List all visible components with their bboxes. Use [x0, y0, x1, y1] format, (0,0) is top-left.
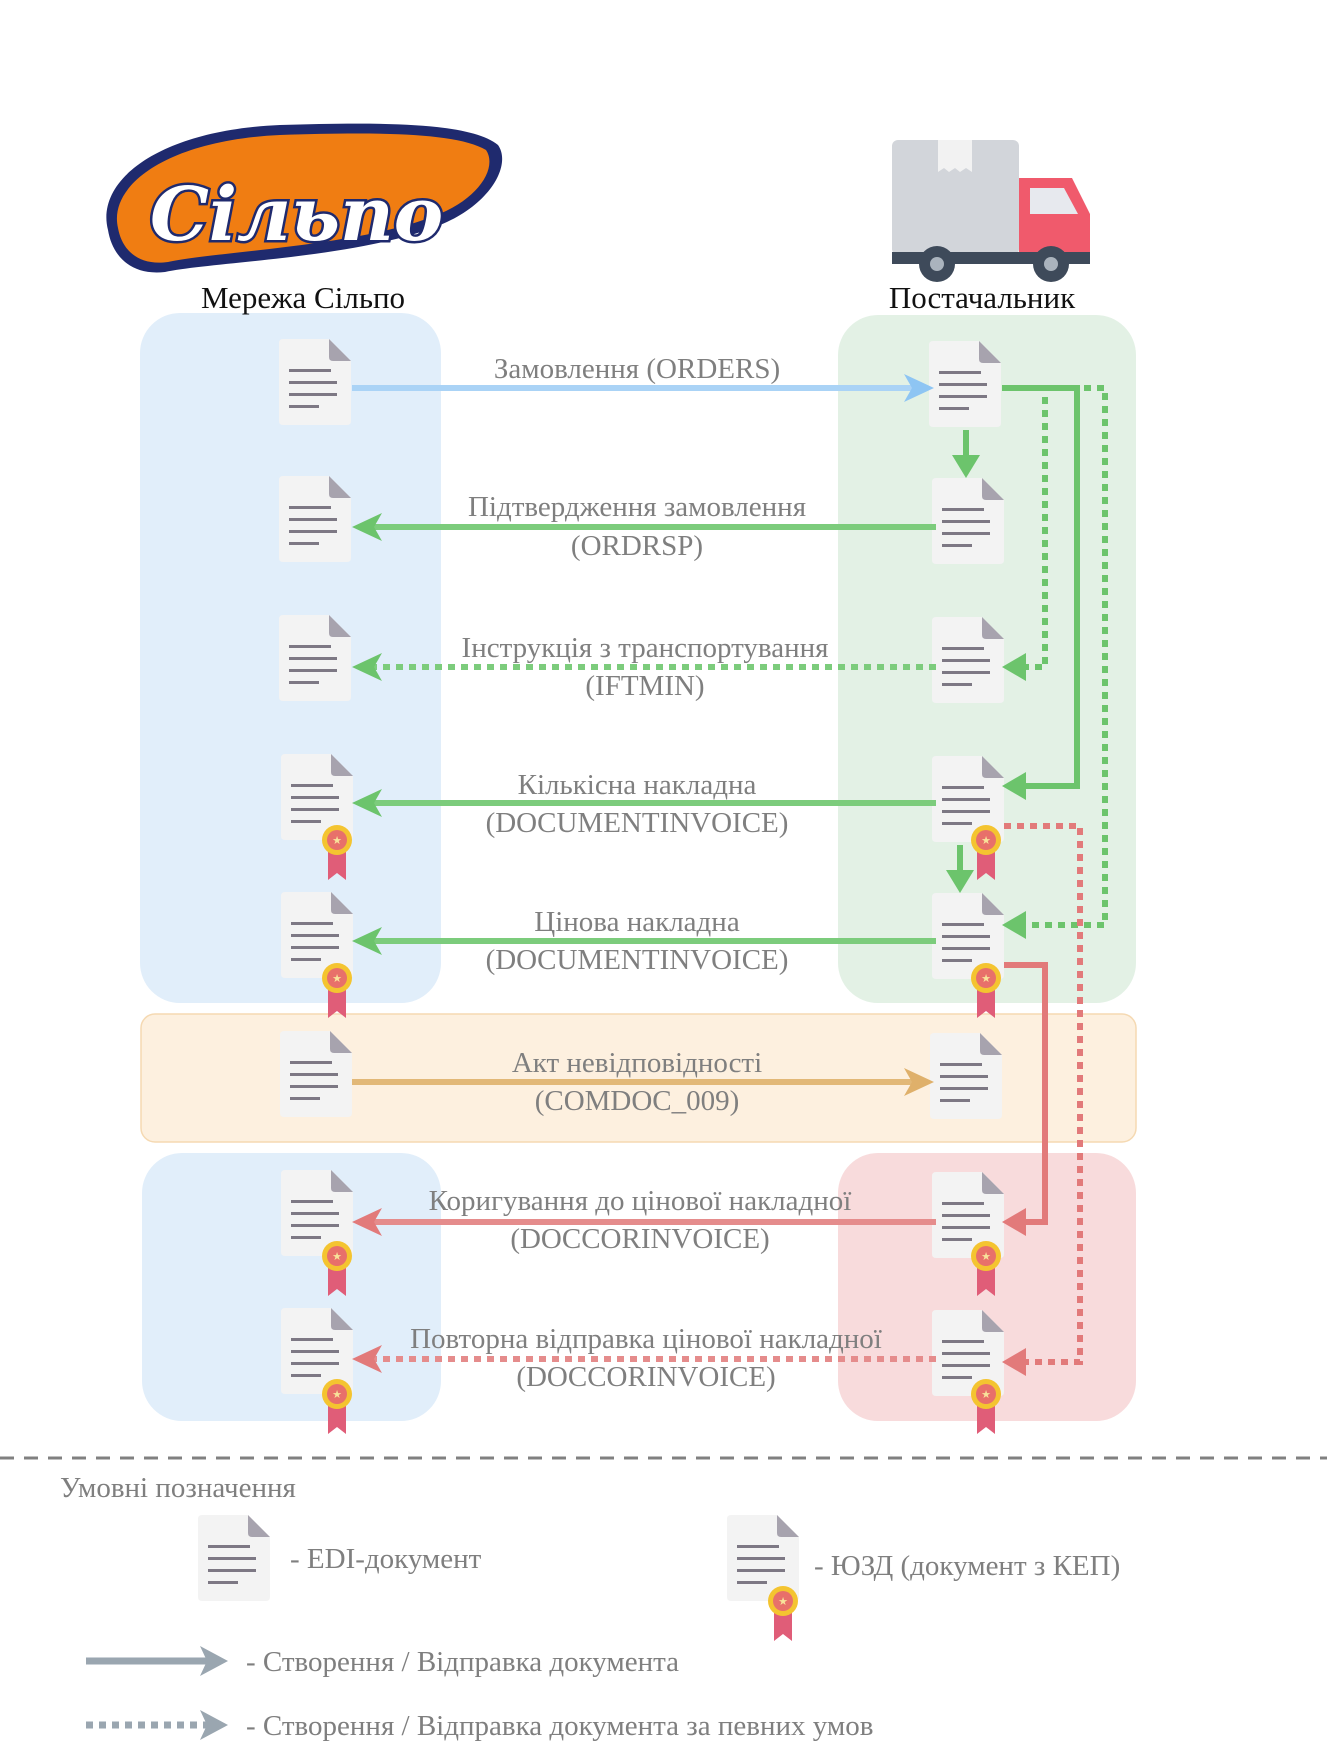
arrowhead: [352, 1208, 382, 1236]
document-icon: [930, 1033, 1002, 1119]
silpo-logo: Сільпо: [106, 123, 503, 273]
flow-label: Інструкція з транспортування: [462, 632, 829, 664]
flow-label: Повторна відправка цінової накладної: [410, 1323, 882, 1355]
flow-label-code: (ORDRSP): [571, 530, 703, 562]
legend-solid-label: - Створення / Відправка документа: [246, 1646, 679, 1678]
arrowhead: [904, 1068, 934, 1096]
flow-label-code: (IFTMIN): [585, 670, 704, 702]
document-icon: [198, 1515, 270, 1601]
supplier-party-label: Постачальник: [889, 280, 1076, 315]
flow-label-code: (DOCCORINVOICE): [510, 1223, 769, 1255]
zone-nonconformity: [140, 1013, 1137, 1143]
flow-arrows: [352, 374, 936, 1373]
arrowhead: [200, 1646, 228, 1676]
legend-signed-label: - ЮЗД (документ з КЕП): [814, 1550, 1120, 1582]
document-icon: [932, 478, 1004, 564]
document-icon: [932, 617, 1004, 703]
truck-icon: [892, 140, 1090, 282]
document-icon: [279, 339, 351, 425]
flow-label-code: (COMDOC_009): [535, 1085, 740, 1117]
flow-label-code: (DOCCORINVOICE): [516, 1361, 775, 1393]
document-icon: [279, 615, 351, 701]
arrowhead: [200, 1710, 228, 1740]
retail-party-label: Мережа Сільпо: [201, 280, 405, 315]
arrowhead: [904, 374, 934, 402]
flow-label: Цінова накладна: [534, 906, 740, 938]
flow-label-code: (DOCUMENTINVOICE): [486, 807, 789, 839]
legend-edi-label: - EDI-документ: [290, 1543, 482, 1575]
arrowhead: [352, 789, 382, 817]
legend: Умовні позначення - EDI-документ - ЮЗД (…: [60, 1472, 1120, 1742]
document-icon: [280, 1031, 352, 1117]
flow-label: Замовлення (ORDERS): [494, 353, 780, 385]
legend-title: Умовні позначення: [60, 1472, 296, 1504]
arrowhead: [352, 1345, 382, 1373]
flow-label-code: (DOCUMENTINVOICE): [486, 944, 789, 976]
logo-text: Сільпо: [150, 172, 443, 258]
flow-label: Акт невідповідності: [512, 1047, 762, 1079]
arrowhead: [352, 653, 382, 681]
flow-label: Підтвердження замовлення: [468, 491, 806, 523]
document-icon: [929, 341, 1001, 427]
flow-label: Кількісна накладна: [518, 769, 757, 801]
flow-label: Коригування до цінової накладної: [429, 1185, 852, 1217]
arrowhead: [352, 927, 382, 955]
seal-icon: [768, 1586, 798, 1641]
legend-dotted-label: - Створення / Відправка документа за пев…: [246, 1710, 873, 1742]
arrowhead: [352, 513, 382, 541]
supplier-connectors: [946, 385, 1108, 1376]
document-icon: [279, 476, 351, 562]
flow-labels: Замовлення (ORDERS) Підтвердження замовл…: [410, 353, 882, 1393]
